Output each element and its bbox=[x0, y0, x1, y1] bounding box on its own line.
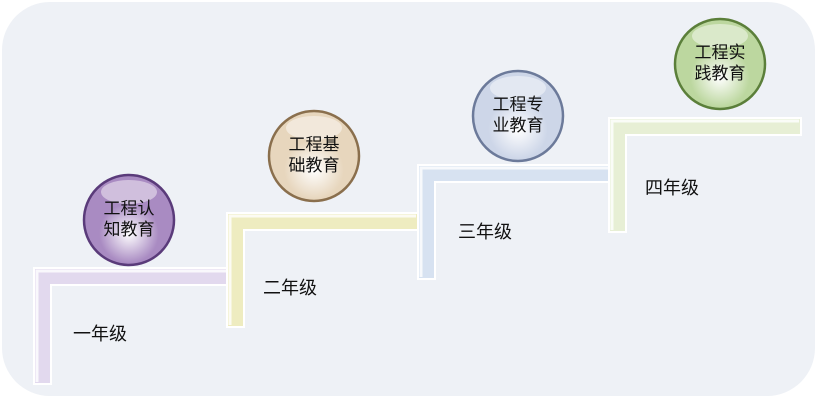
stair-step-4 bbox=[608, 117, 802, 233]
stage-circle-shape bbox=[471, 69, 565, 163]
stage-2-circle-label: 工程基础教育 bbox=[288, 135, 340, 176]
stage-1-circle-label: 工程认知教育 bbox=[103, 199, 155, 240]
stage-circle-gloss bbox=[286, 116, 342, 140]
stage-2-circle bbox=[267, 109, 361, 203]
stage-circle-gloss bbox=[692, 24, 748, 48]
stage-circle-shape bbox=[267, 109, 361, 203]
stair-step-highlight bbox=[610, 119, 799, 230]
stage-circle-shape bbox=[82, 173, 176, 267]
stage-3-circle-label: 工程专业教育 bbox=[492, 95, 544, 136]
stage-4-circle bbox=[673, 17, 767, 111]
stair-step-shape bbox=[608, 117, 802, 233]
stair-step-highlight bbox=[419, 166, 608, 277]
stair-step-1 bbox=[33, 267, 229, 385]
stair-step-shape bbox=[417, 164, 611, 280]
stage-2-year-label: 二年级 bbox=[263, 278, 317, 299]
stage-circle-gloss bbox=[101, 180, 157, 204]
stair-step-3 bbox=[417, 164, 611, 280]
stair-step-highlight bbox=[228, 214, 416, 325]
stage-circle-gloss bbox=[490, 76, 546, 100]
stair-step-shape bbox=[33, 267, 229, 385]
stair-step-2 bbox=[226, 212, 419, 328]
stair-step-shape bbox=[226, 212, 419, 328]
stage-4-year-label: 四年级 bbox=[645, 178, 699, 199]
stage-3-circle bbox=[471, 69, 565, 163]
stage-circle-shape bbox=[673, 17, 767, 111]
stage-3-year-label: 三年级 bbox=[458, 222, 512, 243]
stair-step-highlight bbox=[35, 269, 226, 382]
stage-1-year-label: 一年级 bbox=[73, 324, 127, 345]
stage-4-circle-label: 工程实践教育 bbox=[694, 43, 746, 84]
stage-1-circle bbox=[82, 173, 176, 267]
